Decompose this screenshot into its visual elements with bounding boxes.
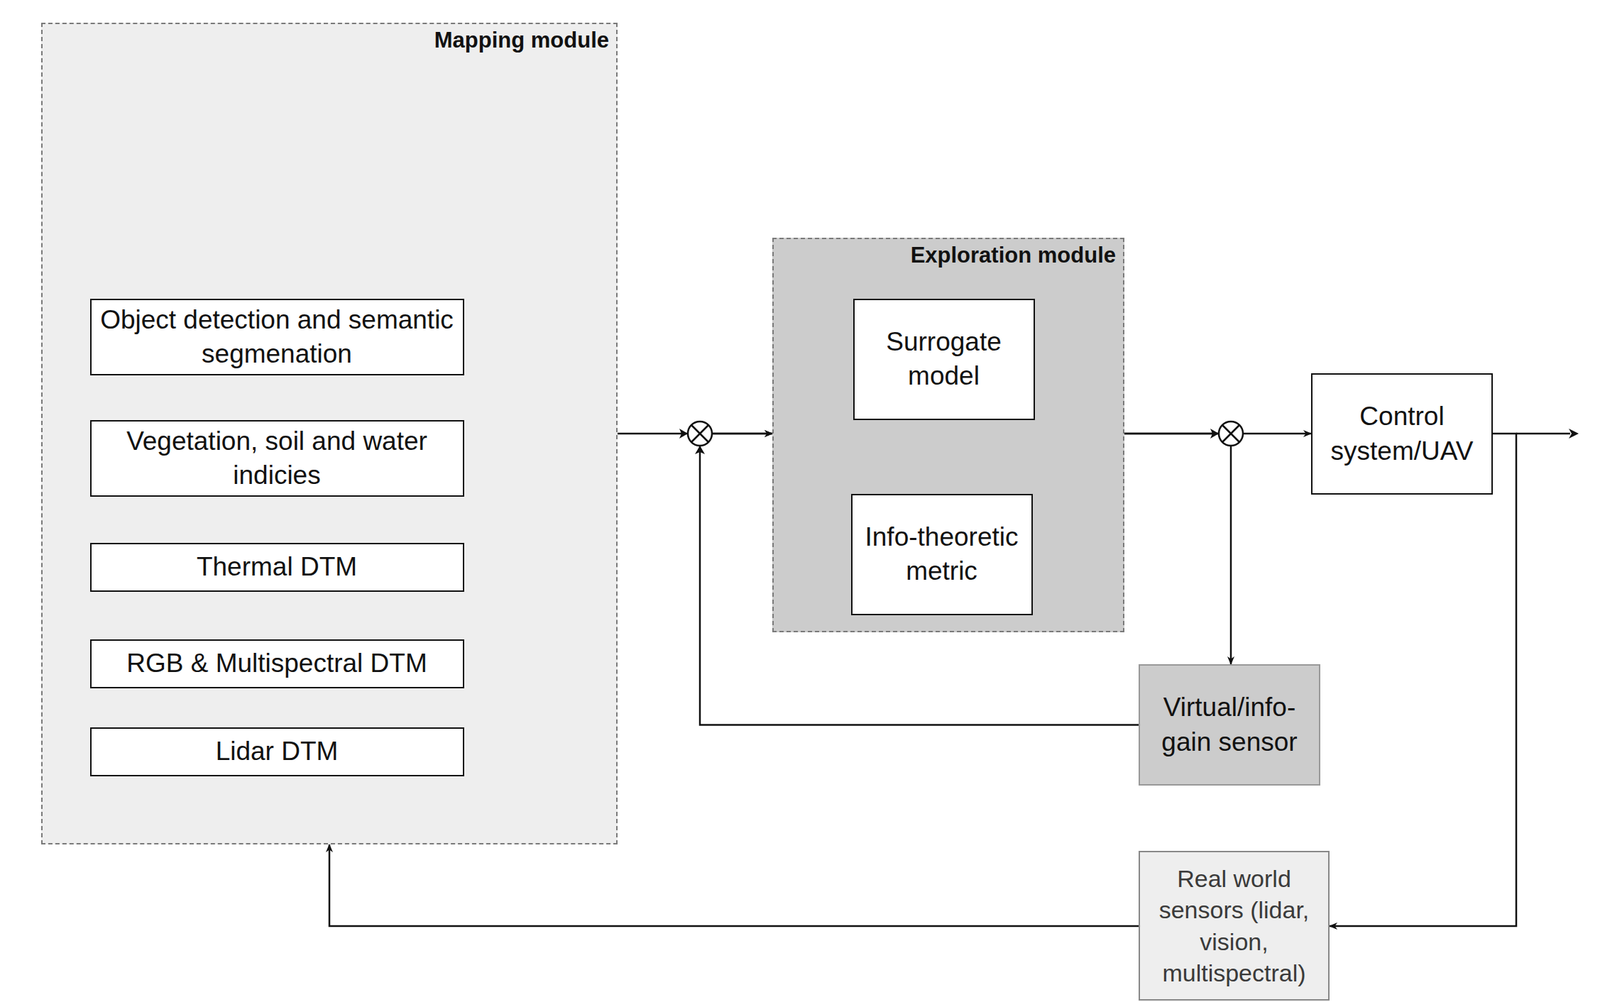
box-label: Object detection and semantic segmenatio… — [97, 303, 458, 372]
sensor-box: Real world sensors (lidar, vision, multi… — [1138, 851, 1330, 1001]
process-box: Surrogate model — [853, 298, 1035, 421]
output-arrow — [1516, 428, 1579, 439]
summing-junction — [1210, 421, 1243, 446]
box-label: RGB & Multispectral DTM — [126, 646, 428, 681]
box-label: Lidar DTM — [215, 734, 339, 769]
box-label: Thermal DTM — [196, 550, 358, 585]
connector — [329, 844, 1139, 927]
summing-junction — [679, 421, 712, 455]
panel-title: Exploration module — [910, 242, 1116, 269]
exploration-module: Exploration moduleSurrogate modelInfo-th… — [772, 237, 1125, 633]
connector — [1329, 433, 1517, 927]
panel-title: Mapping module — [434, 26, 610, 54]
box-label: Info-theoretic metric — [858, 520, 1026, 589]
sensor-box: Virtual/info-gain sensor — [1138, 664, 1321, 786]
process-box: Vegetation, soil and water indicies — [90, 420, 465, 497]
process-box: Lidar DTM — [90, 727, 465, 777]
process-box: Info-theoretic metric — [851, 494, 1033, 616]
connector — [1124, 433, 1231, 665]
process-box: RGB & Multispectral DTM — [90, 639, 465, 689]
box-label: Control system/UAV — [1318, 399, 1486, 468]
box-label: Vegetation, soil and water indicies — [97, 424, 458, 493]
box-label: Surrogate model — [860, 325, 1028, 394]
box-label: Real world sensors (lidar, vision, multi… — [1145, 863, 1323, 989]
mapping-module: Mapping moduleObject detection and seman… — [41, 22, 618, 845]
process-box: Thermal DTM — [90, 543, 465, 593]
process-box: Object detection and semantic segmenatio… — [90, 298, 465, 376]
process-box: Control system/UAV — [1311, 373, 1493, 495]
box-label: Virtual/info-gain sensor — [1145, 690, 1314, 759]
